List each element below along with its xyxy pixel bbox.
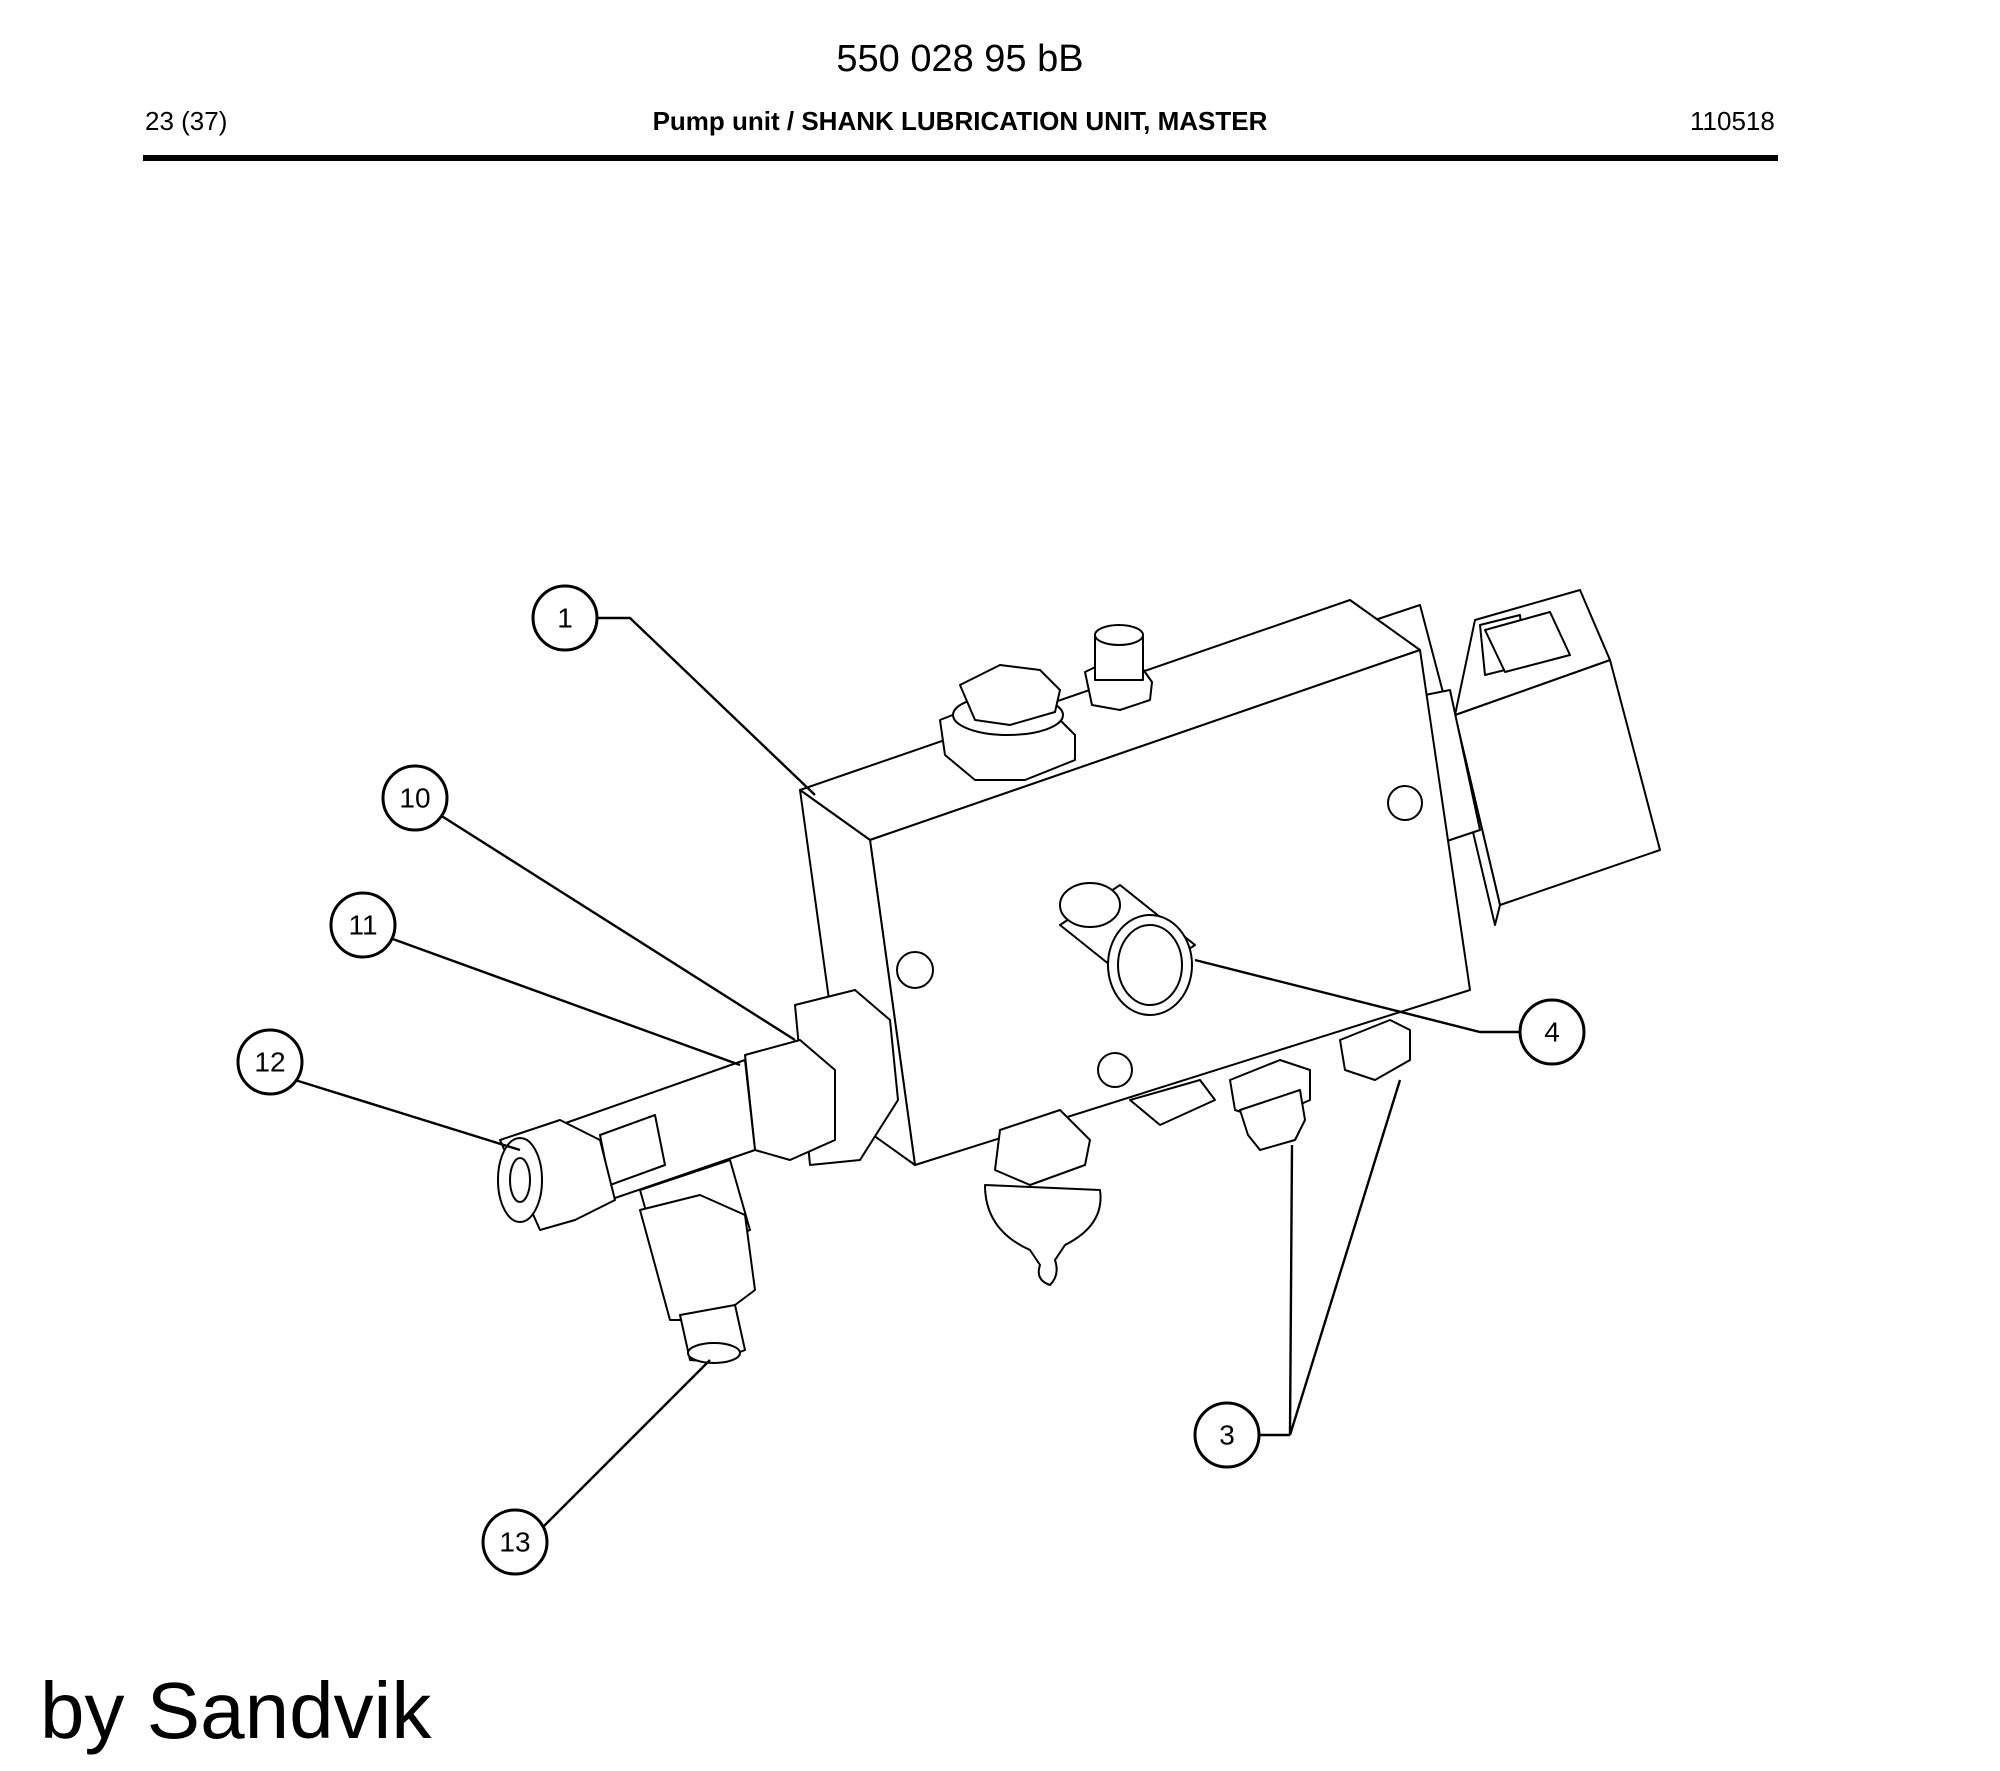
callout-10: 10 — [381, 764, 449, 832]
callout-4: 4 — [1518, 998, 1586, 1066]
svg-text:3: 3 — [1219, 1420, 1235, 1451]
left-fittings — [497, 989, 899, 1364]
svg-text:4: 4 — [1544, 1017, 1560, 1048]
solenoid-coil — [1374, 589, 1661, 926]
svg-text:11: 11 — [348, 910, 377, 941]
footer-credit: by Sandvik — [40, 1666, 432, 1755]
callout-1: 1 — [531, 584, 599, 652]
date-code: 110518 — [1690, 106, 1775, 136]
main-valve-block — [799, 599, 1471, 1166]
callout-13: 13 — [481, 1508, 549, 1576]
bottom-fittings — [984, 1019, 1411, 1286]
callout-12: 12 — [236, 1028, 304, 1096]
top-fittings — [939, 624, 1153, 781]
svg-text:13: 13 — [499, 1527, 530, 1558]
page-count: 23 (37) — [145, 106, 228, 136]
callout-11: 11 — [329, 891, 397, 959]
page-title: Pump unit / SHANK LUBRICATION UNIT, MAST… — [652, 106, 1268, 136]
plug-fitting — [1059, 882, 1196, 1016]
svg-text:1: 1 — [557, 603, 573, 634]
header-divider — [143, 155, 1778, 161]
svg-text:10: 10 — [399, 783, 430, 814]
callout-3: 3 — [1193, 1401, 1261, 1469]
document-number: 550 028 95 bB — [836, 38, 1084, 80]
leader-lines — [294, 616, 1520, 1531]
svg-text:12: 12 — [254, 1047, 285, 1078]
